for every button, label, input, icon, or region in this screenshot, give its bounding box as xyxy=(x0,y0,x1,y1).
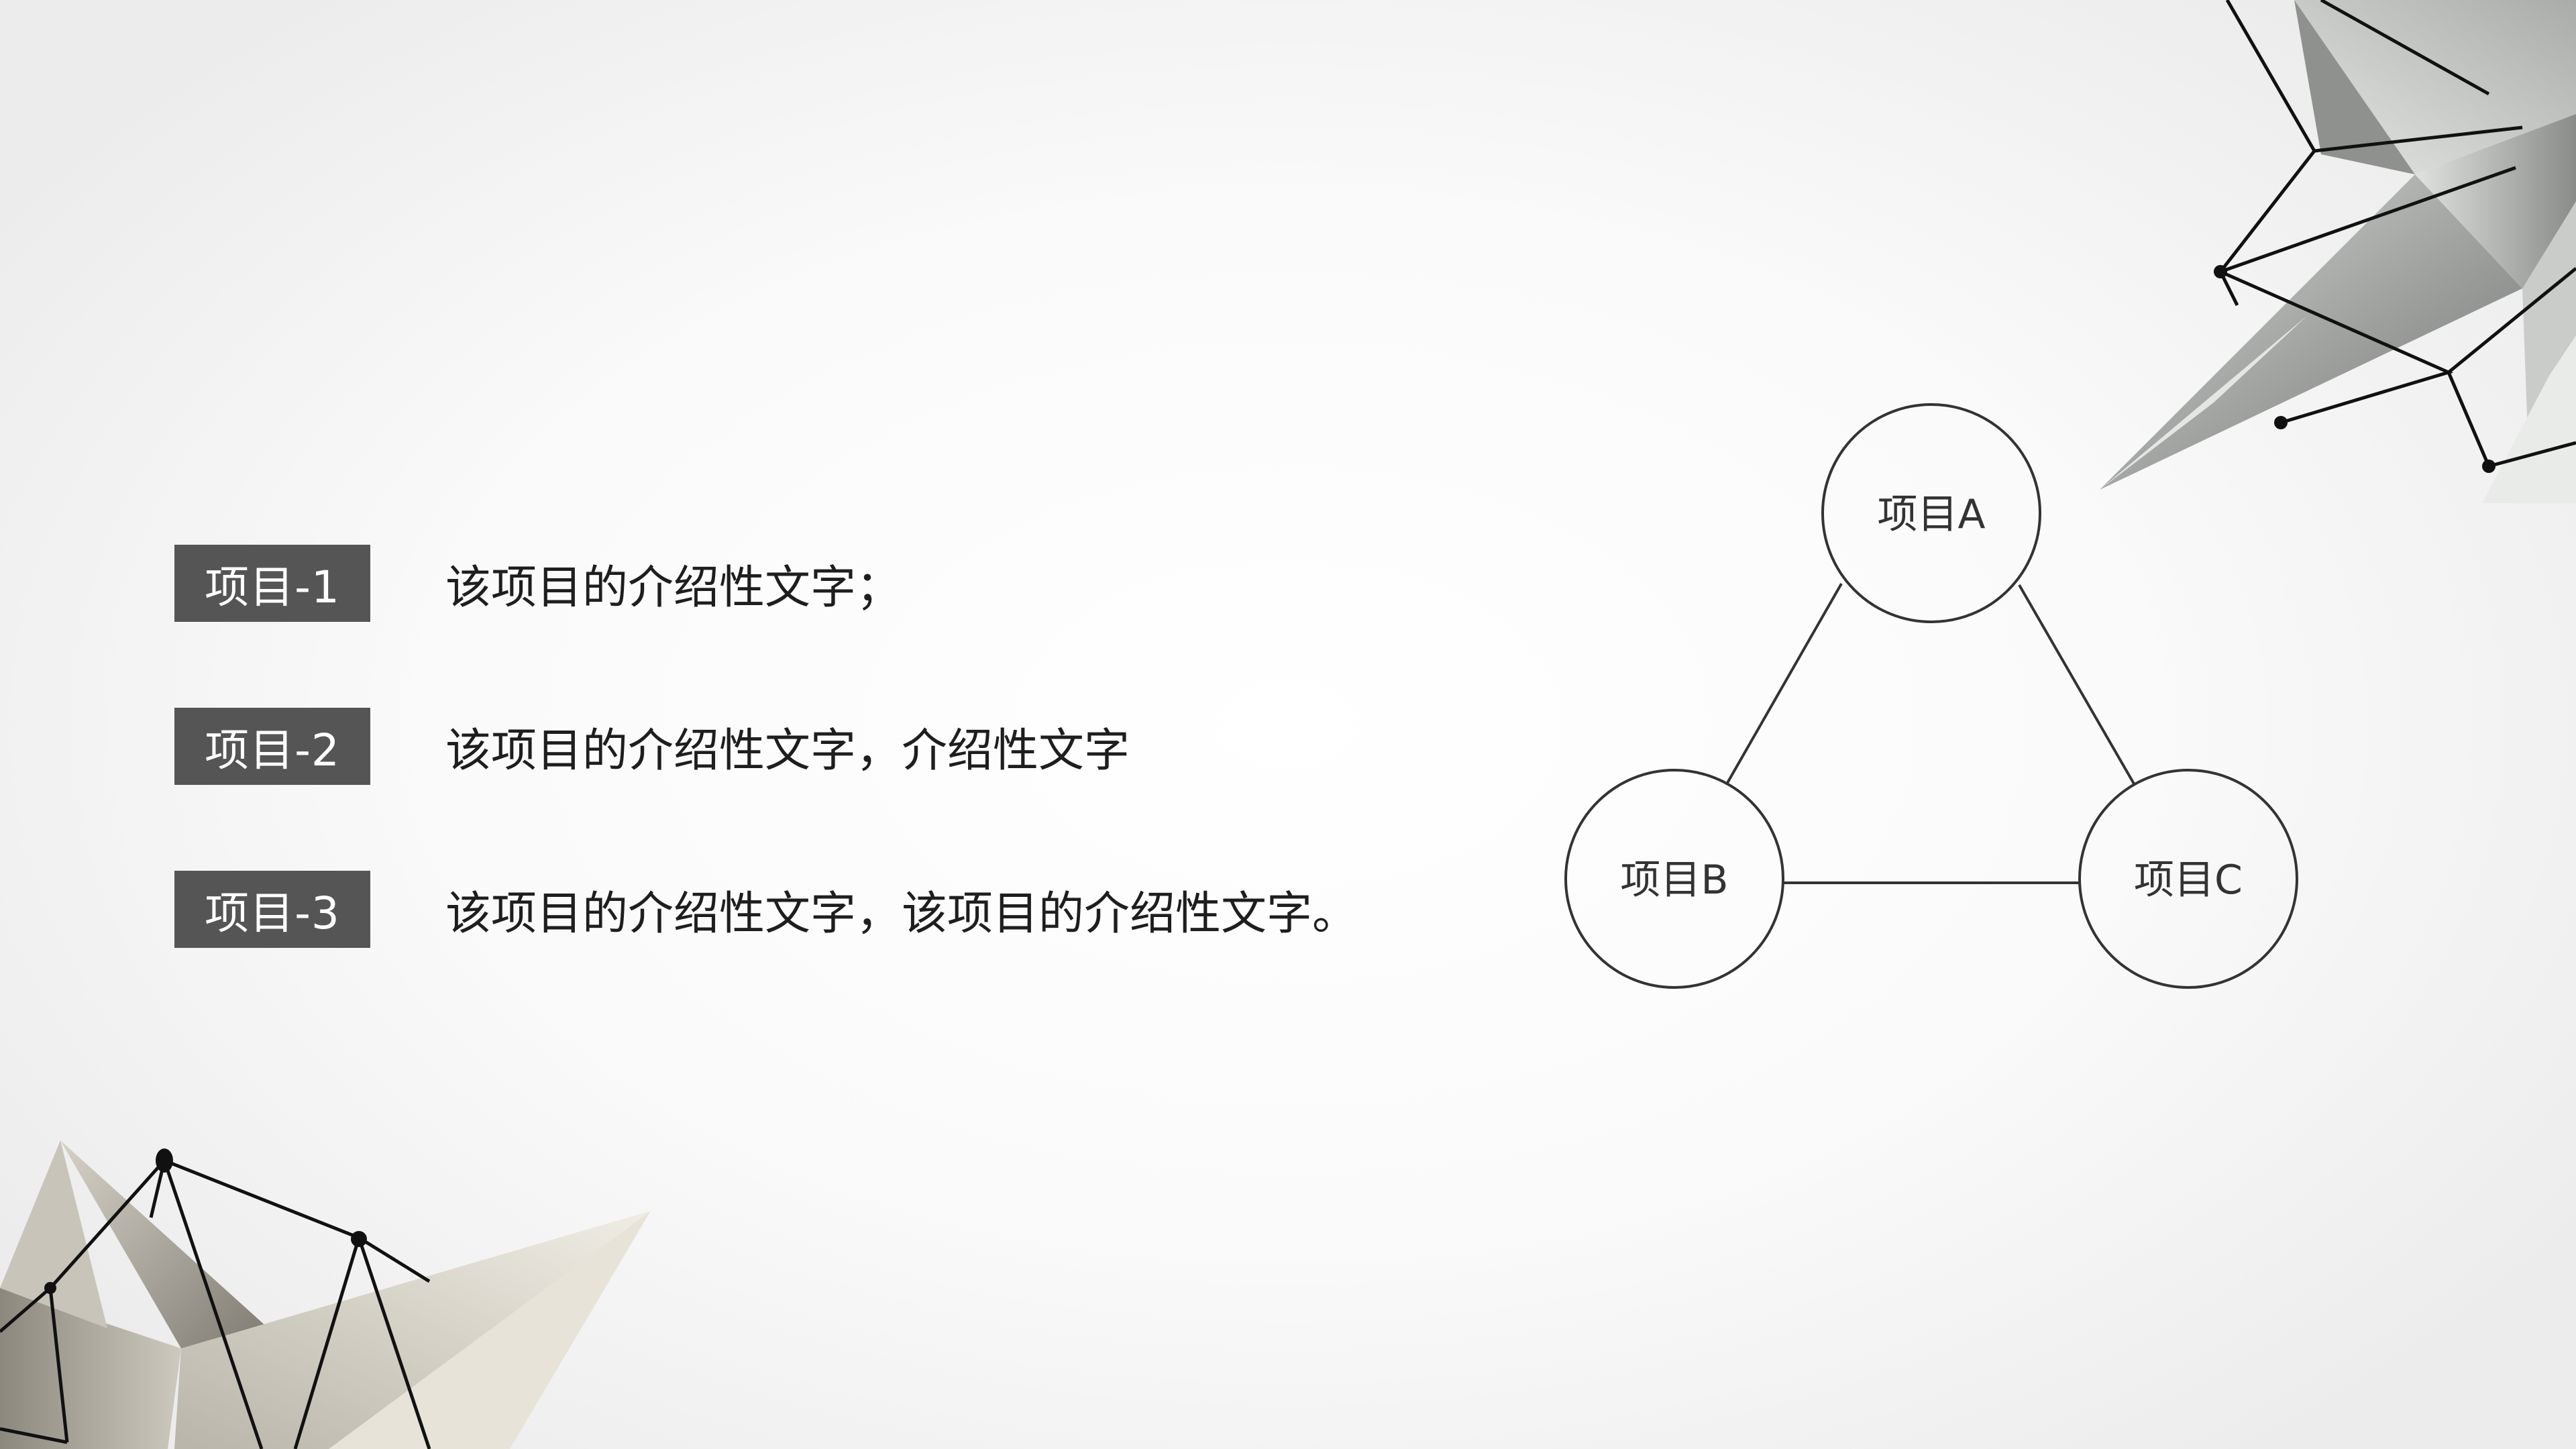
node-label-c: 项目C xyxy=(2134,857,2243,904)
item-description-3: 该项目的介绍性文字，该项目的介绍性文字。 xyxy=(445,888,1358,941)
node-circle-b xyxy=(1564,769,1784,989)
item-badge-3: 项目-3 xyxy=(174,871,370,948)
item-row-2: 项目-2 该项目的介绍性文字，介绍性文字 xyxy=(174,708,1130,785)
edge-a-c xyxy=(2018,584,2136,786)
item-badge-1: 项目-1 xyxy=(174,545,370,622)
item-description-1: 该项目的介绍性文字； xyxy=(445,561,902,614)
decorative-polygon-bottom-left xyxy=(0,1140,651,1449)
item-description-2: 该项目的介绍性文字，介绍性文字 xyxy=(445,724,1130,777)
node-circle-a xyxy=(1821,403,2041,623)
item-row-1: 项目-1 该项目的介绍性文字； xyxy=(174,545,902,622)
decorative-polygon-top-right xyxy=(2100,0,2576,503)
item-row-3: 项目-3 该项目的介绍性文字，该项目的介绍性文字。 xyxy=(174,871,1358,948)
edge-a-b xyxy=(1726,583,1843,784)
item-badge-2: 项目-2 xyxy=(174,708,370,785)
node-label-a: 项目A xyxy=(1877,491,1985,538)
node-label-b: 项目B xyxy=(1620,857,1728,904)
node-circle-c xyxy=(2078,769,2298,989)
